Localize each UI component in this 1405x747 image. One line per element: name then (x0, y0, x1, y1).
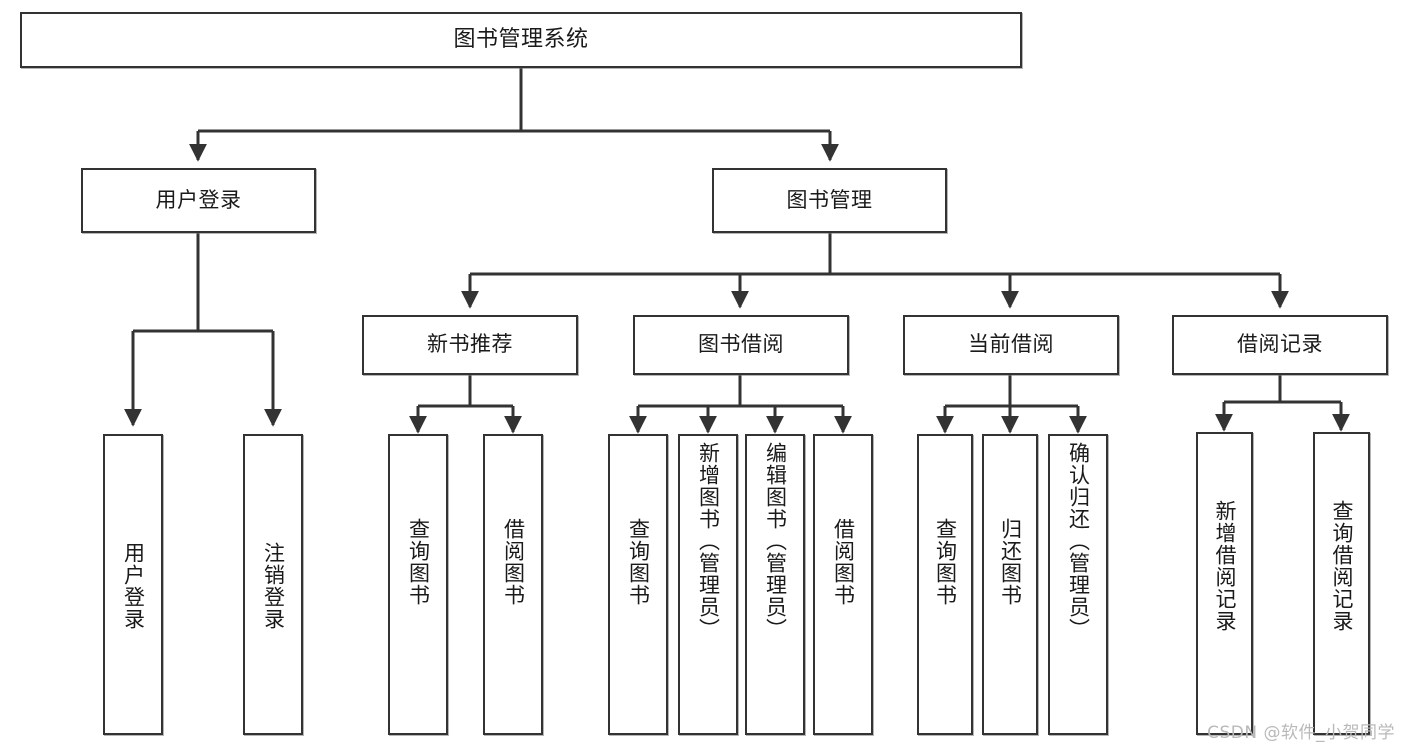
node-leaf-edit-book[interactable]: 编辑图书（管理员） (745, 434, 805, 735)
node-leaf-confirm-return-label: 确认归还（管理员） (1066, 442, 1091, 640)
watermark: CSDN @软件_小贺同学 (1207, 723, 1395, 743)
node-root[interactable]: 图书管理系统 (20, 12, 1022, 68)
node-leaf-user-login-label: 用户登录 (121, 542, 146, 630)
node-leaf-query-book-b[interactable]: 查询图书 (608, 434, 668, 735)
node-book-borrowing[interactable]: 图书借阅 (633, 315, 849, 375)
node-leaf-logout[interactable]: 注销登录 (243, 434, 303, 735)
node-book-manage-label: 图书管理 (786, 187, 873, 212)
node-user-login[interactable]: 用户登录 (81, 168, 316, 233)
node-leaf-query-record-label: 查询借阅记录 (1330, 500, 1355, 632)
node-leaf-query-book-a-label: 查询图书 (406, 518, 431, 606)
node-book-manage[interactable]: 图书管理 (712, 168, 947, 233)
node-leaf-add-record[interactable]: 新增借阅记录 (1196, 432, 1253, 735)
node-leaf-borrow-book-b[interactable]: 借阅图书 (813, 434, 873, 735)
node-book-borrowing-label: 图书借阅 (698, 332, 784, 357)
node-leaf-query-book-b-label: 查询图书 (626, 518, 651, 606)
node-leaf-query-book-c[interactable]: 查询图书 (917, 434, 973, 735)
node-current-borrowing[interactable]: 当前借阅 (903, 315, 1119, 375)
node-leaf-return-book-label: 归还图书 (998, 518, 1023, 606)
node-leaf-borrow-book-a[interactable]: 借阅图书 (483, 434, 543, 735)
node-leaf-query-book-c-label: 查询图书 (933, 518, 958, 606)
node-current-borrowing-label: 当前借阅 (968, 332, 1054, 357)
node-user-login-label: 用户登录 (155, 187, 242, 212)
node-root-label: 图书管理系统 (453, 26, 589, 52)
node-borrowing-record-label: 借阅记录 (1237, 332, 1323, 357)
node-leaf-borrow-book-b-label: 借阅图书 (831, 518, 856, 606)
node-leaf-edit-book-label: 编辑图书（管理员） (763, 442, 788, 640)
node-leaf-user-login[interactable]: 用户登录 (103, 434, 163, 735)
node-leaf-add-book-label: 新增图书（管理员） (696, 442, 721, 640)
node-leaf-borrow-book-a-label: 借阅图书 (501, 518, 526, 606)
node-leaf-add-record-label: 新增借阅记录 (1213, 500, 1238, 632)
node-leaf-confirm-return[interactable]: 确认归还（管理员） (1048, 434, 1108, 735)
node-leaf-logout-label: 注销登录 (261, 542, 286, 630)
node-leaf-query-record[interactable]: 查询借阅记录 (1313, 432, 1370, 735)
node-borrowing-record[interactable]: 借阅记录 (1172, 315, 1388, 375)
node-leaf-query-book-a[interactable]: 查询图书 (388, 434, 448, 735)
node-new-book-recommendation[interactable]: 新书推荐 (362, 315, 578, 375)
node-new-book-recommendation-label: 新书推荐 (427, 332, 513, 357)
node-leaf-add-book[interactable]: 新增图书（管理员） (678, 434, 738, 735)
node-leaf-return-book[interactable]: 归还图书 (982, 434, 1038, 735)
